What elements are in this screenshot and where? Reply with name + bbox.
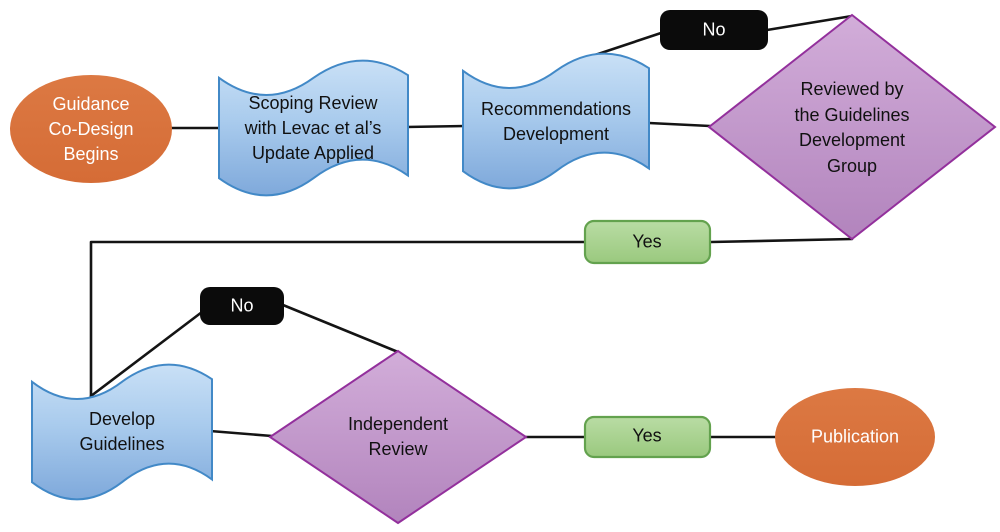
edge-scoping-recommendations	[404, 124, 467, 129]
edge-develop-no-bottom	[89, 310, 204, 398]
node-develop-guidelines-wave	[31, 363, 213, 501]
node-publication-ellipse	[775, 388, 935, 486]
edge-no-bottom-independent	[281, 303, 400, 354]
node-scoping-review-wave	[218, 59, 409, 197]
edge-gdg-review-recommendations	[647, 121, 712, 128]
edge-develop-independent	[208, 429, 274, 438]
node-independent-review-diamond	[268, 349, 528, 525]
edge-yes-top-develop	[89, 240, 587, 400]
node-gdg-review-diamond	[707, 13, 997, 241]
node-yes-bottom-box	[583, 415, 712, 459]
node-no-top-box	[660, 10, 768, 50]
node-recommendations-wave	[462, 52, 650, 190]
edge-gdg-review-yes-top	[709, 237, 854, 244]
node-start-ellipse	[10, 75, 172, 183]
node-yes-top-box	[583, 219, 712, 265]
node-no-bottom-box	[200, 287, 284, 325]
edge-no-top-gdg-review	[765, 14, 854, 32]
